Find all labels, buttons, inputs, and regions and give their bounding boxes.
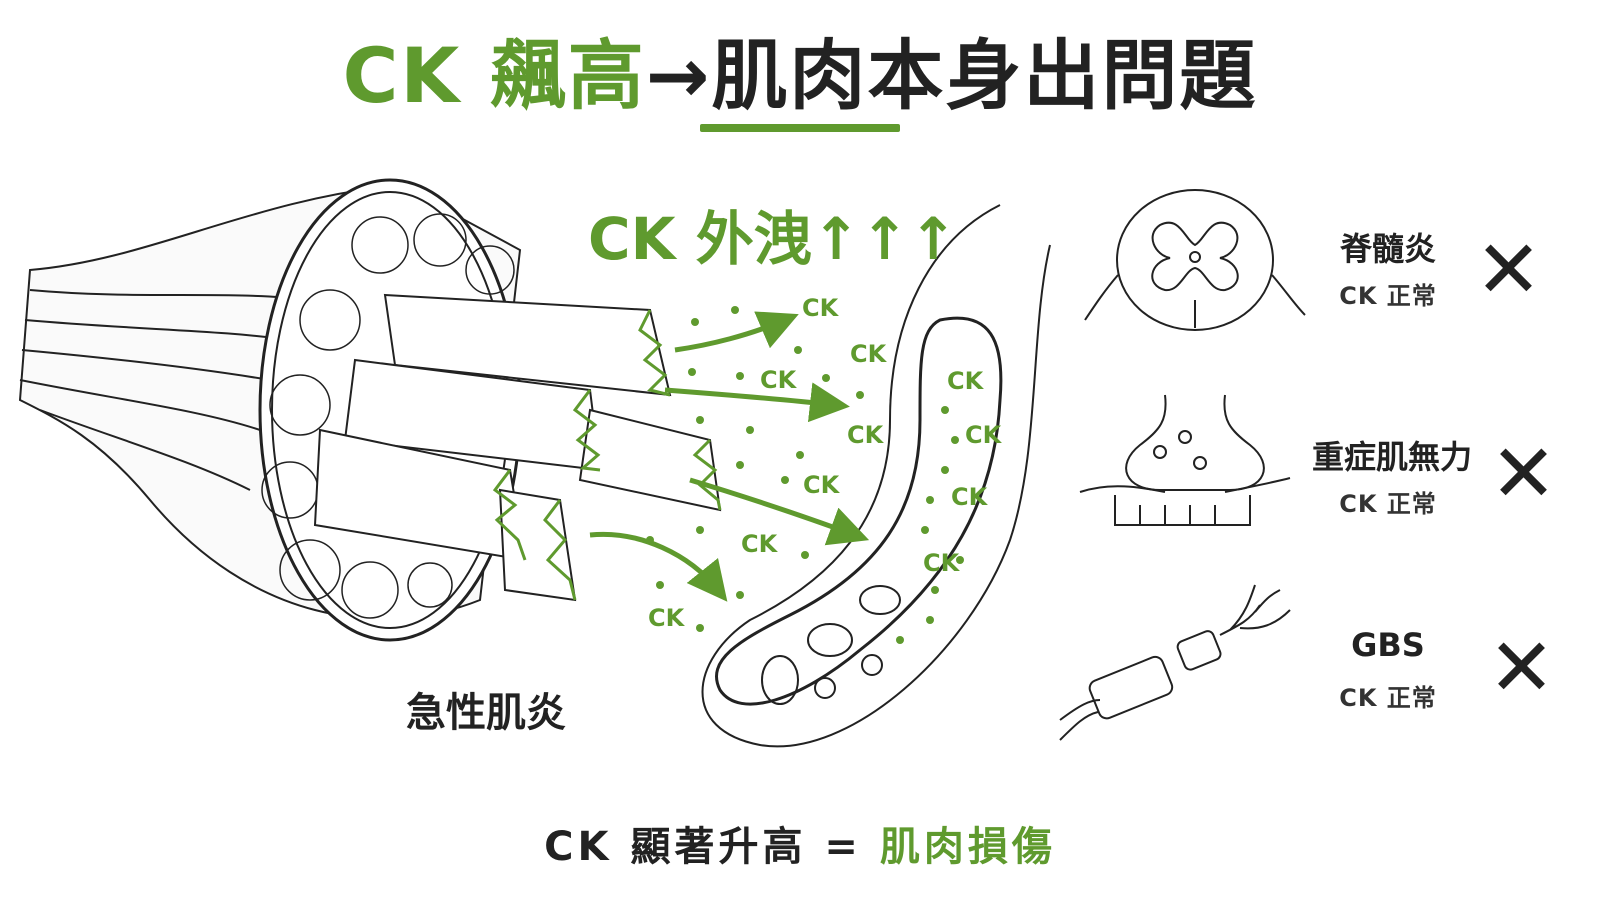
condition-gbs-x-icon: ✕ bbox=[1488, 621, 1556, 714]
ck-particle-label: CK bbox=[923, 549, 960, 577]
condition-myelitis-name: 脊髓炎 bbox=[1339, 230, 1436, 268]
blood-vessel bbox=[701, 204, 1051, 748]
ck-particle-label: CK bbox=[803, 471, 840, 499]
ck-particle-label: CK bbox=[760, 366, 797, 394]
bottom-ck-elevated: CK 顯著升高 = bbox=[544, 824, 880, 870]
bottom-summary: CK 顯著升高 = 肌肉損傷 bbox=[0, 814, 1600, 872]
title-ck-spike: CK 飆高 bbox=[342, 31, 646, 120]
spinal-cord-icon bbox=[1084, 189, 1306, 331]
ck-particle-label: CK bbox=[802, 294, 839, 322]
condition-gbs-name: GBS bbox=[1351, 626, 1425, 664]
title-muscle-problem: 肌肉本身出問題 bbox=[711, 31, 1258, 120]
ck-particle-label: CK bbox=[965, 421, 1002, 449]
torn-fibers bbox=[313, 293, 722, 602]
condition-myelitis-x-icon: ✕ bbox=[1475, 223, 1543, 316]
ck-particle-label: CK bbox=[947, 367, 984, 395]
ck-particles bbox=[646, 306, 964, 644]
condition-myelitis-ck: CK 正常 bbox=[1339, 282, 1437, 310]
condition-mg-name: 重症肌無力 bbox=[1311, 438, 1472, 476]
ck-particle-label: CK bbox=[850, 340, 887, 368]
ck-particle-label: CK bbox=[741, 530, 778, 558]
ck-leak-label: CK 外洩↑↑↑ bbox=[588, 205, 958, 273]
acute-myositis-label: 急性肌炎 bbox=[406, 690, 566, 736]
synapse-icon bbox=[1079, 394, 1291, 526]
condition-mg-ck: CK 正常 bbox=[1339, 490, 1437, 518]
bottom-muscle-damage: 肌肉損傷 bbox=[879, 824, 1056, 870]
ck-arrows bbox=[589, 311, 870, 602]
ck-particle-label: CK bbox=[951, 483, 988, 511]
condition-gbs-ck: CK 正常 bbox=[1339, 684, 1437, 712]
ck-particle-label: CK bbox=[648, 604, 685, 632]
title-underline bbox=[700, 124, 900, 132]
nerve-icon bbox=[1059, 584, 1291, 741]
title-arrow: → bbox=[645, 31, 712, 120]
ck-particle-label: CK bbox=[847, 421, 884, 449]
page-title: CK 飆高→肌肉本身出問題 bbox=[0, 14, 1600, 124]
condition-mg-x-icon: ✕ bbox=[1490, 427, 1558, 520]
